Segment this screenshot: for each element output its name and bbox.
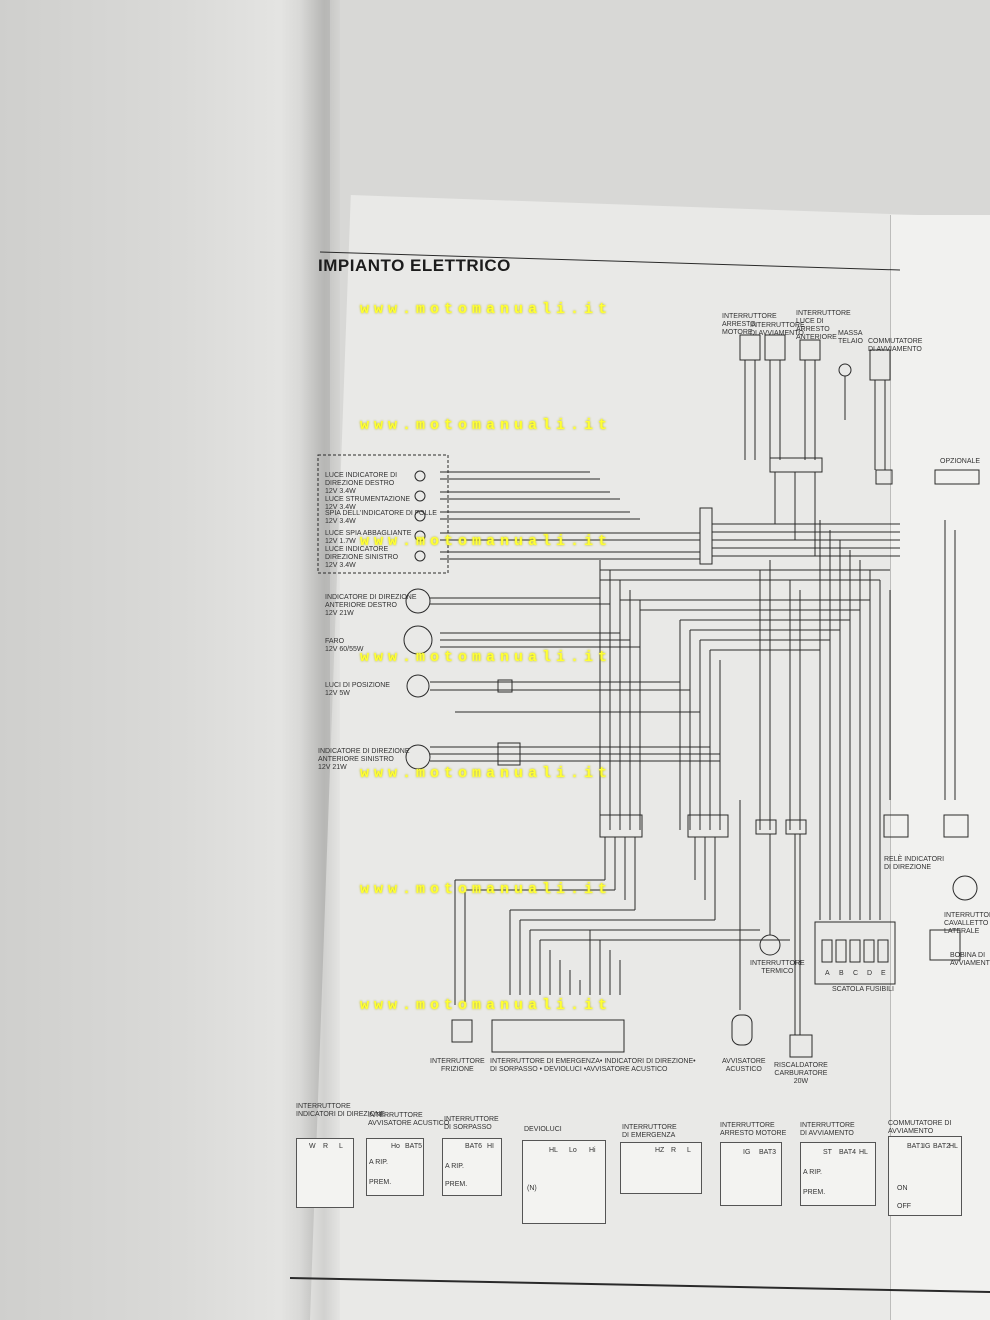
watermark-4: www.motomanuali.it	[360, 649, 613, 666]
watermark-6: www.motomanuali.it	[360, 881, 613, 898]
label-starter-switch: INTERRUTTORE DI AVVIAMENTO	[750, 322, 805, 337]
col-bat6: BAT6	[465, 1143, 482, 1150]
col-bat2: BAT2	[933, 1143, 950, 1150]
table-horn-switch: Ho BAT5 A RIP. PREM.	[366, 1138, 424, 1196]
col-bat5: BAT5	[405, 1143, 422, 1150]
table-title-turn-switch: INTERRUTTORE INDICATORI DI DIREZIONE	[296, 1103, 385, 1118]
page-title: IMPIANTO ELETTRICO	[318, 256, 511, 275]
table-title-horn-switch: INTERRUTTORE AVVISATORE ACUSTICO	[368, 1112, 450, 1127]
col-ig-2: IG	[923, 1143, 931, 1150]
col-r-2: R	[671, 1147, 677, 1154]
row-on: ON	[897, 1185, 908, 1192]
fuse-c: C	[853, 970, 859, 977]
col-l: L	[339, 1143, 343, 1150]
col-bat3: BAT3	[759, 1149, 776, 1156]
table-title-hazard-switch: INTERRUTTORE DI EMERGENZA	[622, 1124, 677, 1139]
watermark-7: www.motomanuali.it	[360, 997, 613, 1014]
manual-page	[310, 195, 990, 1320]
fuse-e: E	[881, 970, 886, 977]
label-front-right-indicator: INDICATORE DI DIREZIONE ANTERIORE DESTRO…	[325, 594, 417, 617]
label-thermo-switch: INTERRUTTORE TERMICO	[750, 960, 805, 975]
table-engine-stop: IG BAT3	[720, 1142, 782, 1206]
watermark-5: www.motomanuali.it	[360, 765, 613, 782]
row-a-rip: A RIP.	[369, 1159, 388, 1166]
col-hl: HL	[549, 1147, 558, 1154]
label-left-indicator-lamp: LUCE INDICATORE DIREZIONE SINISTRO 12V 3…	[325, 546, 399, 569]
col-st: ST	[823, 1149, 832, 1156]
label-front-left-indicator: INDICATORE DI DIREZIONE ANTERIORE SINIST…	[318, 748, 410, 771]
watermark-1: www.motomanuali.it	[360, 301, 613, 318]
label-front-brake-switch: INTERRUTTORE LUCE DI ARRESTO ANTERIORE	[796, 310, 851, 341]
table-passing-switch: BAT6 HI A RIP. PREM.	[442, 1138, 502, 1196]
col-w: W	[309, 1143, 316, 1150]
col-hi: HI	[487, 1143, 494, 1150]
table-hazard-switch: HZ R L	[620, 1142, 702, 1194]
table-ignition: BAT1 IG BAT2 HL ON OFF	[888, 1136, 962, 1216]
col-hz: HZ	[655, 1147, 665, 1154]
col-hi-2: Hi	[589, 1147, 596, 1154]
row-prem-3: PREM.	[803, 1189, 826, 1196]
left-page	[0, 0, 330, 1320]
label-starter-coil: BOBINA DI AVVIAMENTO	[950, 952, 990, 967]
label-carb-heater: RISCALDATORE CARBURATORE 20W	[774, 1062, 828, 1085]
label-highbeam-lamp: LUCE SPIA ABBAGLIANTE 12V 1.7W	[325, 530, 412, 545]
fuse-d: D	[867, 970, 873, 977]
table-title-passing-switch: INTERRUTTORE DI SORPASSO	[444, 1116, 499, 1131]
label-fuse-box: SCATOLA FUSIBILI	[832, 986, 894, 993]
label-frame-ground: MASSA TELAIO	[838, 330, 863, 345]
label-headlight: FARO 12V 60/55W	[325, 638, 364, 653]
next-page-edge	[890, 215, 990, 1320]
row-a-rip-2: A RIP.	[445, 1163, 464, 1170]
table-title-starter: INTERRUTTORE DI AVVIAMENTO	[800, 1122, 855, 1137]
row-prem-2: PREM.	[445, 1181, 468, 1188]
label-side-stand-switch: INTERRUTTORE CAVALLETTO LATERALE	[944, 912, 990, 935]
row-prem: PREM.	[369, 1179, 392, 1186]
label-ignition-switch: COMMUTATORE DI AVVIAMENTO	[868, 338, 923, 353]
col-hl-3: HL	[949, 1143, 958, 1150]
col-r: R	[323, 1143, 329, 1150]
row-off: OFF	[897, 1203, 911, 1210]
label-instrument-lamp: LUCE STRUMENTAZIONE 12V 3.4W	[325, 496, 411, 511]
col-hl-2: HL	[859, 1149, 868, 1156]
row-a-rip-3: A RIP.	[803, 1169, 822, 1176]
label-indicator-relay: RELÈ INDICATORI DI DIREZIONE	[884, 856, 945, 871]
fuse-a: A	[825, 970, 830, 977]
book-gutter-shadow	[300, 0, 340, 1320]
watermark-2: www.motomanuali.it	[360, 417, 613, 434]
watermark-3: www.motomanuali.it	[360, 533, 613, 550]
col-lo: Lo	[569, 1147, 577, 1154]
fuse-b: B	[839, 970, 844, 977]
table-title-dimmer-switch: DEVIOLUCI	[524, 1126, 562, 1133]
table-turn-switch: W R L	[296, 1138, 354, 1208]
label-right-indicator-lamp: LUCE INDICATORE DI DIREZIONE DESTRO 12V …	[325, 472, 398, 495]
col-ig: IG	[743, 1149, 751, 1156]
col-l-2: L	[687, 1147, 691, 1154]
table-title-ignition: COMMUTATORE DI AVVIAMENTO	[888, 1120, 952, 1135]
table-dimmer-switch: HL Lo Hi (N)	[522, 1140, 606, 1224]
table-title-engine-stop: INTERRUTTORE ARRESTO MOTORE	[720, 1122, 787, 1137]
label-engine-stop-switch: INTERRUTTORE ARRESTO MOTORE	[722, 313, 777, 336]
label-handlebar-switches: INTERRUTTORE DI EMERGENZA• INDICATORI DI…	[490, 1058, 696, 1073]
label-position-lights: LUCI DI POSIZIONE 12V 5W	[325, 682, 390, 697]
label-optional: OPZIONALE	[940, 458, 981, 465]
row-n: (N)	[527, 1185, 537, 1192]
label-neutral-lamp: SPIA DELL'INDICATORE DI FOLLE 12V 3.4W	[325, 510, 437, 525]
col-bat1: BAT1	[907, 1143, 924, 1150]
col-ho: Ho	[391, 1143, 400, 1150]
label-horn: AVVISATORE ACUSTICO	[722, 1058, 766, 1073]
label-clutch-switch: INTERRUTTORE FRIZIONE	[430, 1058, 485, 1073]
col-bat4: BAT4	[839, 1149, 856, 1156]
table-starter: ST BAT4 HL A RIP. PREM.	[800, 1142, 876, 1206]
